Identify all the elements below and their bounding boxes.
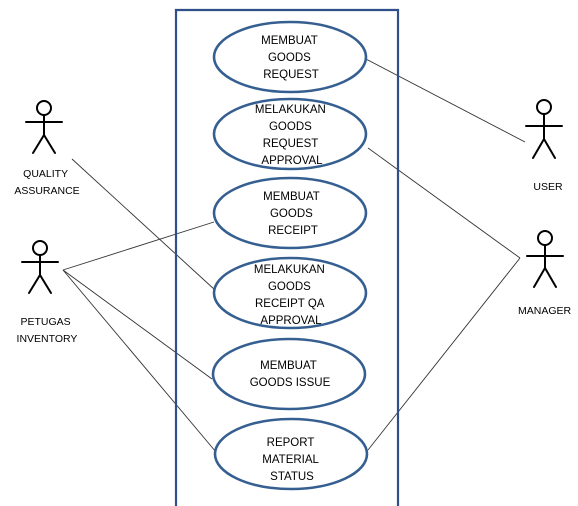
use-case-line: RECEIPT	[268, 225, 318, 237]
use-case-line: APPROVAL	[260, 315, 322, 327]
association-user-uc1	[363, 57, 526, 143]
use-case-line: MATERIAL	[262, 454, 319, 466]
use-case-ellipse	[212, 256, 368, 330]
svg-text:MEMBUAT GOODS ISSUE: MEMBUAT GOODS ISSUE	[250, 360, 331, 389]
actor-label: PETUGAS	[20, 316, 70, 328]
actor-label: ASSURANCE	[14, 185, 79, 197]
use-case-membuat-goods-issue: MEMBUAT GOODS ISSUE	[211, 337, 367, 411]
use-case-melakukan-goods-receipt-qa-approval: MELAKUKAN GOODS RECEIPT QA APPROVAL	[212, 256, 368, 330]
use-case-ellipse	[212, 20, 368, 94]
actor-quality-assurance: QUALITY ASSURANCE	[14, 100, 80, 197]
association-qa-uc4	[71, 158, 216, 291]
use-case-line: STATUS	[270, 471, 314, 483]
use-case-membuat-goods-receipt: MEMBUAT GOODS RECEIPT	[212, 176, 368, 250]
use-case-ellipse	[212, 176, 368, 250]
use-case-line: MELAKUKAN	[255, 104, 326, 116]
use-case-line: MEMBUAT	[260, 360, 317, 372]
use-case-line: GOODS ISSUE	[250, 377, 331, 389]
use-case-report-material-status: REPORT MATERIAL STATUS	[213, 417, 369, 491]
actor-manager: MANAGER	[518, 230, 572, 317]
use-case-line: GOODS	[268, 281, 311, 293]
stick-figure-icon	[21, 240, 59, 294]
actor-label: USER	[533, 181, 563, 193]
association-petugas-uc5	[62, 269, 213, 380]
svg-text:MELAKUKAN GOODS RE: MELAKUKAN GOODS RECEIPT QA APPROVAL	[254, 264, 328, 327]
association-manager-uc2	[367, 147, 521, 259]
svg-text:MELAKUKAN GOODS RE: MELAKUKAN GOODS REQUEST APPROVAL	[255, 104, 329, 167]
svg-text:PETUGAS INVENTORY: PETUGAS INVENTORY	[17, 316, 78, 345]
association-petugas-uc6	[62, 269, 217, 453]
use-case-line: MEMBUAT	[263, 191, 320, 203]
system-boundary	[174, 8, 400, 506]
actor-label: INVENTORY	[17, 333, 78, 345]
use-case-line: REPORT	[267, 437, 315, 449]
use-case-ellipse	[211, 337, 367, 411]
actor-user: USER	[525, 99, 563, 193]
use-case-line: GOODS	[270, 208, 313, 220]
actor-petugas-inventory: PETUGAS INVENTORY	[17, 240, 78, 345]
svg-text:MEMBUAT GOODS RECE: MEMBUAT GOODS RECEIPT	[263, 191, 323, 237]
svg-text:USER: USER	[533, 181, 563, 193]
use-case-line: REQUEST	[263, 138, 319, 150]
use-case-line: APPROVAL	[261, 155, 323, 167]
stick-figure-icon	[526, 230, 564, 288]
use-case-line: GOODS	[269, 121, 312, 133]
stick-figure-icon	[25, 100, 63, 154]
use-case-line: RECEIPT QA	[255, 298, 325, 310]
use-case-ellipse	[213, 417, 369, 491]
association-manager-uc6	[367, 257, 521, 451]
stick-figure-icon	[525, 99, 563, 159]
association-lines	[62, 57, 526, 453]
association-petugas-uc3	[62, 221, 215, 271]
actor-label: MANAGER	[518, 305, 572, 317]
use-case-line: REQUEST	[263, 69, 319, 81]
use-case-line: MELAKUKAN	[254, 264, 325, 276]
use-case-membuat-goods-request: MEMBUAT GOODS REQUEST	[212, 20, 368, 94]
svg-text:QUALITY ASSURANCE: QUALITY ASSURANCE	[14, 168, 79, 197]
svg-text:MANAGER: MANAGER	[518, 305, 572, 317]
use-case-line: GOODS	[268, 52, 311, 64]
svg-text:MEMBUAT GOODS REQU: MEMBUAT GOODS REQUEST	[261, 35, 321, 81]
use-case-ellipse	[212, 97, 368, 171]
use-case-melakukan-goods-request-approval: MELAKUKAN GOODS REQUEST APPROVAL	[212, 97, 368, 171]
actor-label: QUALITY	[23, 168, 68, 180]
svg-text:REPORT MATERIAL ST: REPORT MATERIAL STATUS	[262, 437, 321, 483]
use-case-line: MEMBUAT	[261, 35, 318, 47]
